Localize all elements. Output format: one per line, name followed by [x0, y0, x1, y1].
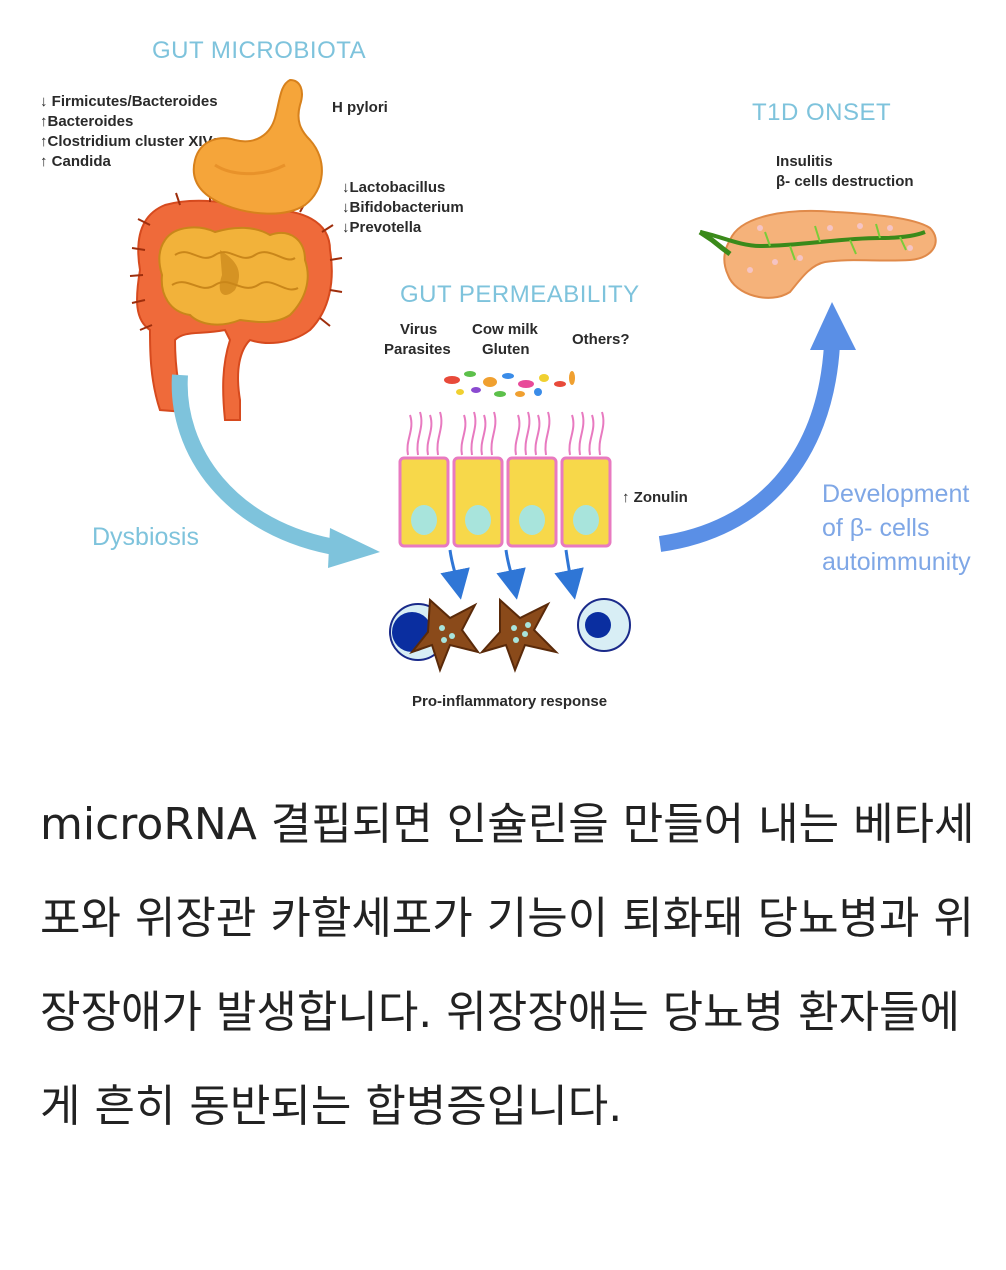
zonulin-label: ↑ Zonulin: [622, 489, 688, 506]
microbiota-item: ↓ Firmicutes/Bacteroides: [40, 93, 218, 110]
microbiota-item: ↑Bacteroides: [40, 113, 133, 130]
microbiota-item: ↑Clostridium cluster XIVa: [40, 133, 221, 150]
gut-t1d-diagram: GUT MICROBIOTA ↓ Firmicutes/Bacteroides …: [40, 37, 971, 710]
t1d-onset-title: T1D ONSET: [752, 99, 891, 126]
insulitis-label: Insulitis: [776, 153, 833, 170]
dysbiosis-label: Dysbiosis: [92, 523, 199, 551]
pancreas-illustration: [698, 209, 937, 299]
immune-cells: [389, 597, 631, 673]
autoimmunity-label-line2: of β- cells: [822, 514, 929, 542]
epithelial-cells: [398, 411, 612, 548]
microbiota-item: ↓Bifidobacterium: [342, 199, 464, 216]
translocation-arrows: [440, 549, 584, 600]
dysbiosis-arrowhead: [328, 528, 380, 568]
gut-permeability-title: GUT PERMEABILITY: [400, 281, 640, 308]
cow-milk-label: Cow milk: [472, 321, 539, 338]
microbiota-item: ↑ Candida: [40, 153, 111, 170]
autoimmunity-arrow: [658, 344, 840, 552]
autoimmunity-arrowhead: [810, 302, 856, 350]
gluten-label: Gluten: [482, 341, 530, 358]
digestive-tract-illustration: [129, 78, 343, 421]
microbiota-left-list: ↓ Firmicutes/Bacteroides ↑Bacteroides ↑C…: [40, 93, 221, 170]
autoimmunity-label-line3: autoimmunity: [822, 548, 971, 576]
microbiota-right-list: ↓Lactobacillus ↓Bifidobacterium ↓Prevote…: [342, 179, 464, 236]
gut-microbiota-title: GUT MICROBIOTA: [152, 37, 366, 64]
autoimmunity-label-line1: Development: [822, 480, 969, 508]
caption-text: microRNA 결핍되면 인슐린을 만들어 내는 베타세포와 위장관 카할세포…: [40, 799, 975, 1132]
virus-label: Virus: [400, 321, 437, 338]
others-label: Others?: [572, 331, 630, 348]
beta-destruction-label: β- cells destruction: [776, 173, 914, 190]
pro-inflammatory-label: Pro-inflammatory response: [412, 693, 607, 710]
microbiota-item: ↓Lactobacillus: [342, 179, 445, 196]
pathogen-particles: [444, 371, 575, 397]
h-pylori-label: H pylori: [332, 99, 388, 116]
dysbiosis-arrow: [171, 374, 342, 556]
microbiota-item: ↓Prevotella: [342, 219, 422, 236]
parasites-label: Parasites: [384, 341, 451, 358]
